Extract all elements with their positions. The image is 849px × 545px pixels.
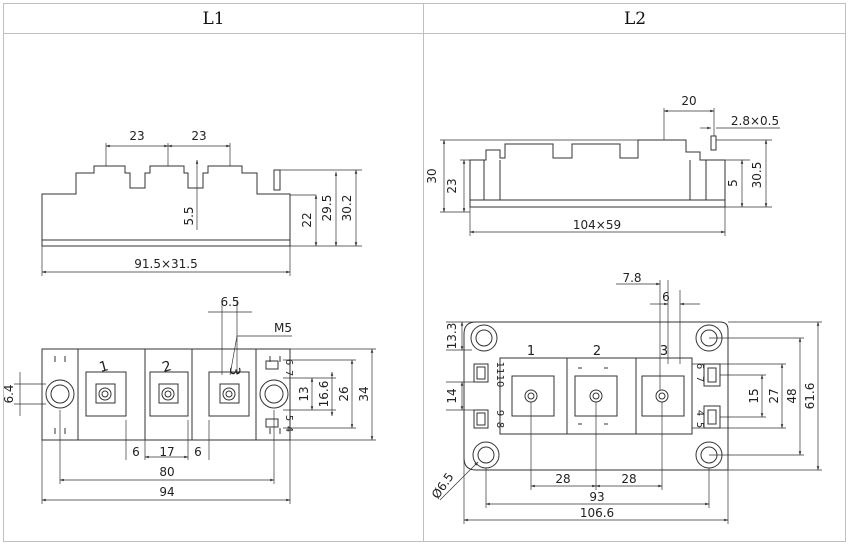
l1-dim-span-h: 26 bbox=[337, 386, 351, 401]
l2-dim-height: 30 bbox=[425, 168, 439, 183]
l1-dim-mount-pitch: 80 bbox=[159, 465, 174, 479]
l2-dim-pin-span: 15 bbox=[747, 388, 761, 403]
l1-dim-width: 34 bbox=[357, 386, 371, 401]
l1-pin-5: 5 bbox=[283, 415, 294, 421]
l1-terminal-3: 3 bbox=[226, 367, 242, 376]
l1-pin-4: 4 bbox=[283, 426, 294, 432]
l1-pin-6: 6 bbox=[283, 359, 294, 365]
header-l2: L2 bbox=[623, 9, 647, 29]
l1-dim-body-h: 22 bbox=[300, 212, 314, 227]
l1-dim-hole: 6.4 bbox=[2, 384, 16, 403]
l1-dim-pitch-a: 23 bbox=[129, 129, 144, 143]
l1-dim-total-h: 29.5 bbox=[320, 195, 334, 222]
l2-dim-corner: 13.3 bbox=[445, 323, 459, 350]
l2-terminal-1: 1 bbox=[527, 344, 535, 359]
l1-dim-spacing-b: 6 bbox=[194, 445, 202, 459]
l2-dim-pin-offset: 20 bbox=[681, 94, 696, 108]
l2-dim-width: 61.6 bbox=[803, 383, 817, 410]
l1-dim-pin-h: 16.6 bbox=[317, 381, 331, 408]
l2-dim-hole: Ø6.5 bbox=[429, 470, 457, 501]
l1-side-view bbox=[41, 143, 362, 276]
l1-dim-length: 94 bbox=[159, 485, 174, 499]
l2-dim-length: 106.6 bbox=[580, 506, 614, 520]
l2-terminal-3: 3 bbox=[660, 344, 668, 359]
l2-terminal-2: 2 bbox=[593, 344, 601, 359]
l2-pin-4: 4 bbox=[694, 410, 705, 416]
l1-dim-footprint: 91.5×31.5 bbox=[134, 257, 198, 271]
l2-side-view bbox=[440, 108, 780, 236]
l2-dim-offset-b: 6 bbox=[662, 290, 670, 304]
l2-dim-pin-gap: 5 bbox=[726, 179, 740, 187]
l2-top-view bbox=[439, 280, 822, 524]
l1-terminal-1: 1 bbox=[98, 358, 111, 376]
l2-dim-inner-w: 27 bbox=[767, 388, 781, 403]
l1-dim-thread: M5 bbox=[274, 321, 292, 335]
l2-dim-pin-size: 2.8×0.5 bbox=[731, 114, 779, 128]
l2-dim-mid-w: 48 bbox=[785, 388, 799, 403]
l2-dim-max-h: 30.5 bbox=[750, 162, 764, 189]
l1-dim-pitch-b: 23 bbox=[191, 129, 206, 143]
header-l1: L1 bbox=[202, 9, 225, 29]
l2-pin-11: 11 bbox=[494, 362, 505, 375]
l1-dim-max-h: 30.2 bbox=[340, 195, 354, 222]
l2-pin-10: 10 bbox=[494, 375, 505, 388]
l2-pin-9: 9 bbox=[494, 410, 505, 416]
l2-pin-7: 7 bbox=[694, 376, 705, 382]
table-grid bbox=[3, 3, 846, 542]
l2-pin-8: 8 bbox=[494, 422, 505, 428]
l2-dim-pitch-a: 28 bbox=[555, 472, 570, 486]
l2-dim-pin-h: 14 bbox=[445, 388, 459, 403]
l2-dim-offset-a: 7.8 bbox=[622, 271, 641, 285]
l1-dim-inner-h: 13 bbox=[297, 386, 311, 401]
l1-terminal-2: 2 bbox=[161, 358, 174, 376]
l1-dim-spacing-a: 6 bbox=[132, 445, 140, 459]
l2-dim-mount-pitch: 93 bbox=[589, 490, 604, 504]
l2-dim-base-h: 23 bbox=[445, 178, 459, 193]
l1-dim-terminal-w: 6.5 bbox=[220, 295, 239, 309]
l2-pin-5: 5 bbox=[694, 422, 705, 428]
l2-dim-pitch-b: 28 bbox=[621, 472, 636, 486]
l1-pin-7: 7 bbox=[283, 370, 294, 376]
l2-dim-footprint: 104×59 bbox=[573, 218, 621, 232]
l1-dim-shoulder: 5.5 bbox=[182, 206, 196, 225]
l1-top-view bbox=[14, 300, 376, 504]
l2-pin-6: 6 bbox=[694, 363, 705, 369]
l1-dim-center-w: 17 bbox=[159, 445, 174, 459]
